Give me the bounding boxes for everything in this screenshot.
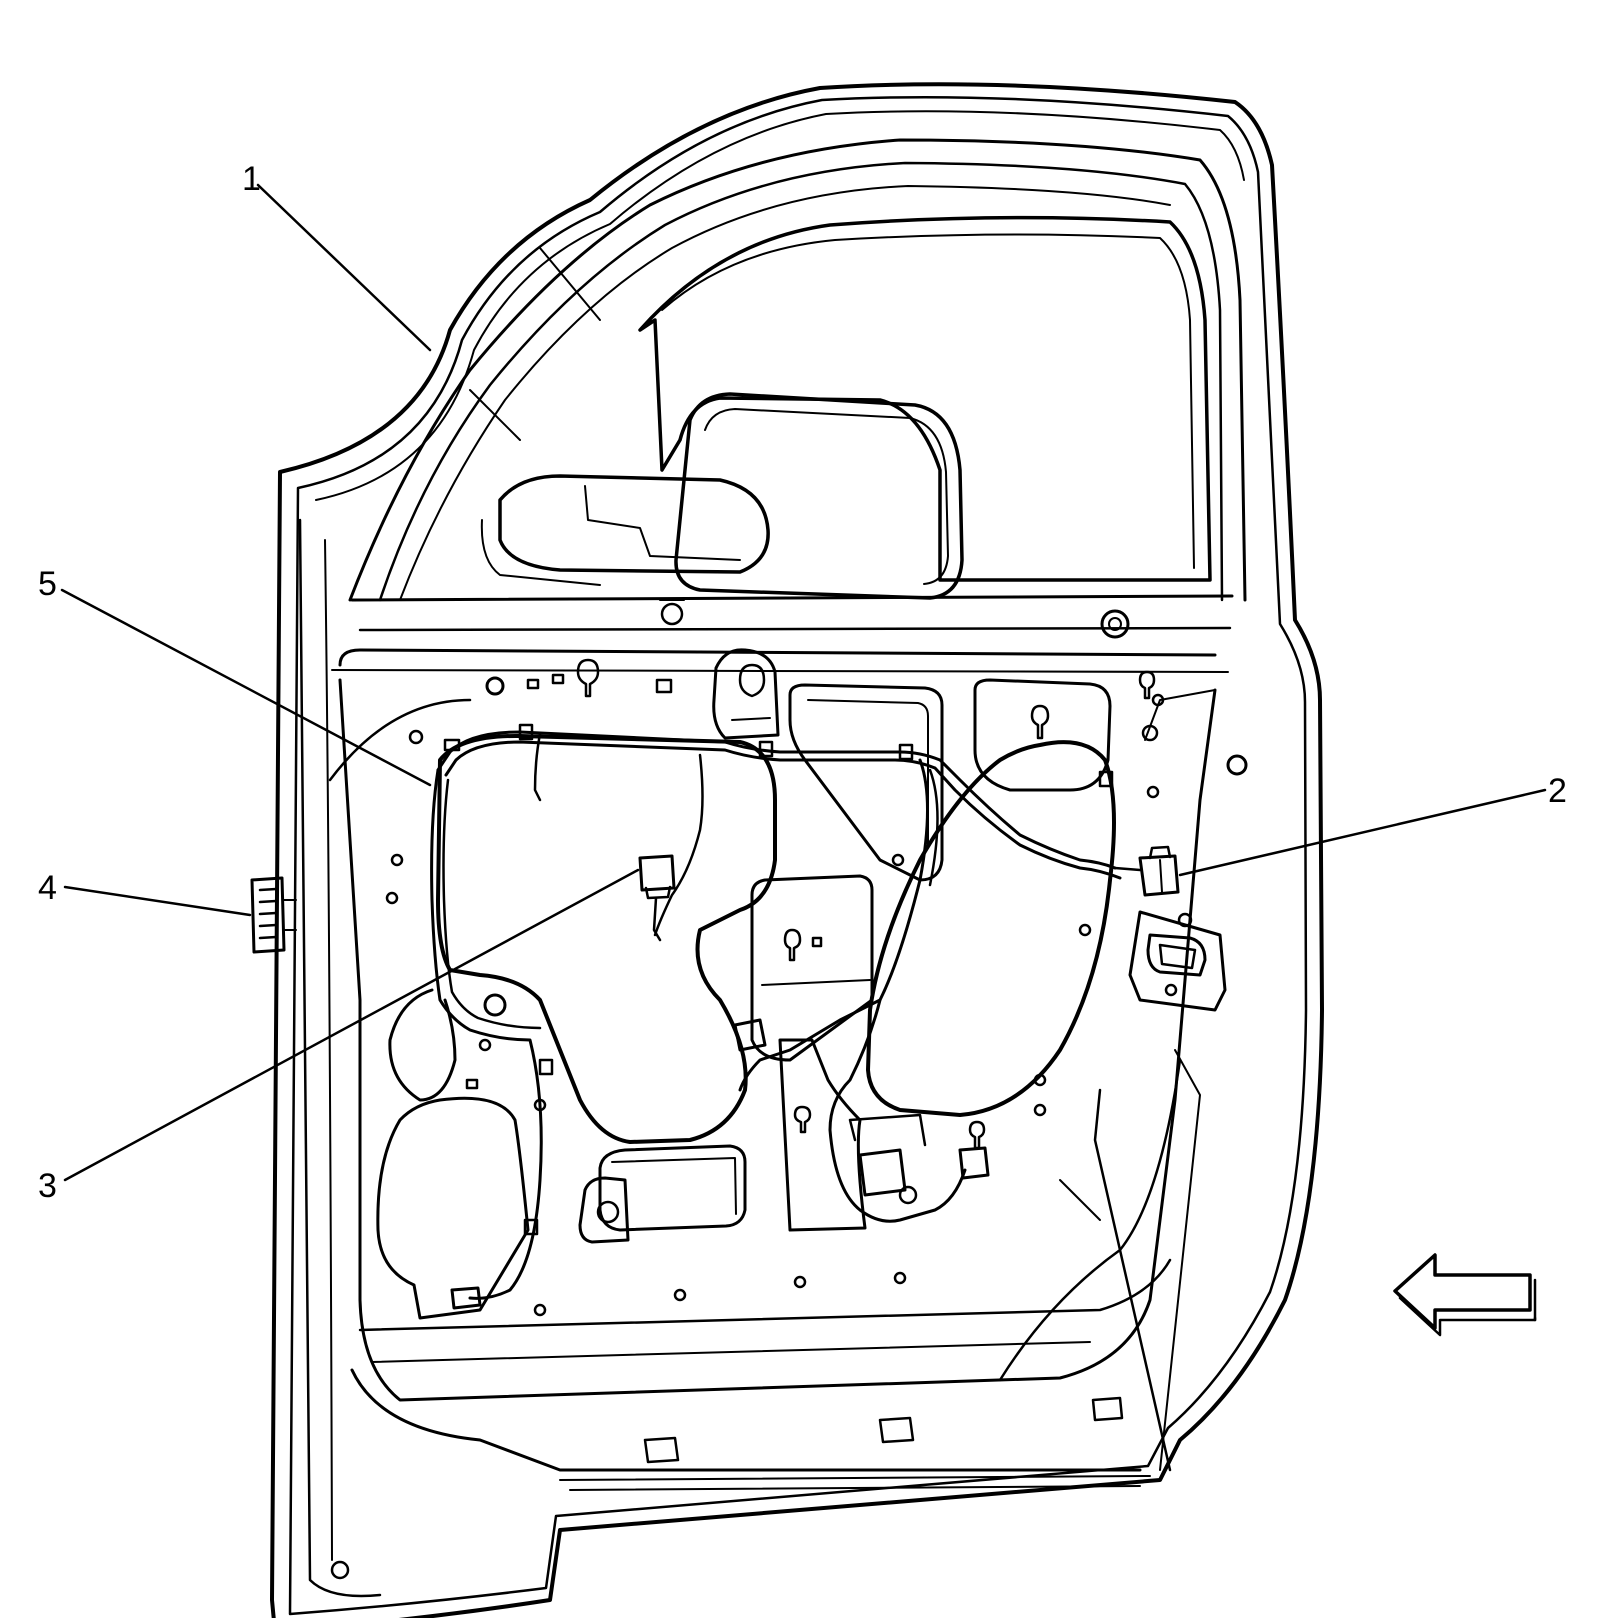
callout-3: 3 (38, 1167, 57, 1205)
leader-lines (60, 183, 1547, 1182)
belt-line-rail (331, 594, 1234, 673)
connector-2 (1138, 845, 1180, 897)
connector-4 (250, 876, 297, 954)
wiring-harness (388, 723, 1142, 1310)
door-contours (998, 1049, 1201, 1471)
window-frame (348, 138, 1247, 602)
callout-4: 4 (38, 869, 57, 907)
leader-line-3 (63, 868, 640, 1182)
callout-labels: 1 2 3 4 5 (38, 160, 1567, 1205)
latch-assembly (1093, 689, 1227, 1472)
inner-panel (298, 518, 1217, 1598)
callout-1: 1 (242, 160, 261, 198)
connector-3 (638, 854, 676, 942)
callout-2: 2 (1548, 772, 1567, 810)
leader-line-1 (256, 183, 432, 352)
door-outer-shell (270, 82, 1324, 1618)
direction-arrow-icon (1393, 1253, 1537, 1337)
leader-line-2 (1178, 788, 1547, 877)
regulator-plate (712, 648, 780, 740)
leader-line-5 (60, 588, 432, 787)
leader-line-4 (63, 885, 252, 917)
callout-5: 5 (38, 565, 57, 603)
side-mirror (480, 392, 964, 600)
